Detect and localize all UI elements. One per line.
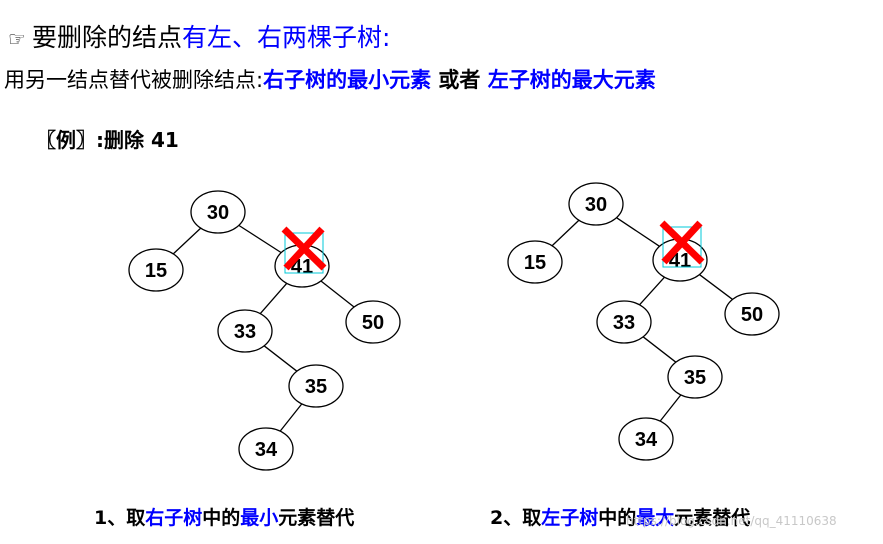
tree-node-50: 50 xyxy=(345,300,401,344)
node-ellipse xyxy=(667,355,723,399)
node-ellipse xyxy=(724,292,780,336)
caption-2-part: 中的 xyxy=(598,507,637,529)
node-label: 35 xyxy=(684,367,706,389)
node-label: 34 xyxy=(635,429,658,451)
tree-edge xyxy=(238,224,282,254)
caption-2-subtree: 左子树 xyxy=(541,507,599,529)
caption-1-part: 中的 xyxy=(202,507,241,529)
rule-description: 用另一结点替代被删除结点:右子树的最小元素 或者 左子树的最大元素 xyxy=(4,64,656,94)
caption-1-subtree: 右子树 xyxy=(145,507,203,529)
node-ellipse xyxy=(238,427,294,471)
tree-node-50: 50 xyxy=(724,292,780,336)
caption-option-1: 1、取右子树中的最小元素替代 xyxy=(94,503,354,530)
node-label: 30 xyxy=(585,194,607,216)
tree-edge xyxy=(320,280,355,308)
tree-node-15: 15 xyxy=(128,248,184,292)
tree-node-35: 35 xyxy=(667,355,723,399)
node-ellipse xyxy=(568,182,624,226)
rule-prefix: 用另一结点替代被删除结点: xyxy=(4,68,264,92)
heading-highlight: 有左、右两棵子树: xyxy=(181,23,391,52)
tree-node-30: 30 xyxy=(568,182,624,226)
example-label: 〖例〗:删除 41 xyxy=(36,128,179,152)
tree-node-34: 34 xyxy=(618,417,674,461)
tree-edge xyxy=(263,345,298,372)
watermark: https://blog.csdn.net/qq_41110638 xyxy=(626,514,837,528)
delete-cross-icon xyxy=(659,220,705,268)
tree-node-33: 33 xyxy=(596,300,652,344)
tree-edge xyxy=(639,276,665,306)
node-ellipse xyxy=(507,240,563,284)
node-label: 50 xyxy=(741,304,763,326)
tree-edge xyxy=(259,282,288,315)
tree-edge xyxy=(616,217,660,247)
node-label: 15 xyxy=(524,252,546,274)
node-ellipse xyxy=(128,248,184,292)
tree-node-30: 30 xyxy=(190,190,246,234)
node-label: 30 xyxy=(207,202,229,224)
tree-edge xyxy=(642,336,677,363)
rule-or: 或者 xyxy=(431,68,488,92)
rule-option-min-right: 右子树的最小元素 xyxy=(263,68,432,92)
tree-node-34: 34 xyxy=(238,427,294,471)
caption-2-part: 元素替代 xyxy=(674,507,751,529)
delete-cross-icon xyxy=(281,226,327,274)
rule-option-max-left: 左子树的最大元素 xyxy=(487,68,656,92)
node-ellipse xyxy=(288,364,344,408)
heading: ☞要删除的结点有左、右两棵子树: xyxy=(8,18,390,54)
caption-2-extreme: 最大 xyxy=(636,507,675,529)
node-label: 50 xyxy=(362,312,384,334)
node-ellipse xyxy=(596,300,652,344)
caption-1-extreme: 最小 xyxy=(240,507,279,529)
node-label: 34 xyxy=(255,439,278,461)
caption-option-2: 2、取左子树中的最大元素替代 xyxy=(490,503,750,530)
node-ellipse xyxy=(618,417,674,461)
tree-node-15: 15 xyxy=(507,240,563,284)
heading-text: 要删除的结点 xyxy=(31,23,182,52)
node-label: 15 xyxy=(145,260,167,282)
tree-edge xyxy=(659,394,682,422)
tree-node-33: 33 xyxy=(217,309,273,353)
node-label: 35 xyxy=(305,376,327,398)
tree-edge xyxy=(279,403,303,432)
tree-edge xyxy=(551,219,580,247)
node-ellipse xyxy=(217,309,273,353)
caption-1-part: 1、取 xyxy=(94,507,146,529)
node-ellipse xyxy=(190,190,246,234)
tree-edge xyxy=(699,274,733,300)
node-label: 33 xyxy=(234,321,256,343)
caption-1-part: 元素替代 xyxy=(278,507,355,529)
tree-edge xyxy=(172,227,202,255)
tree-node-35: 35 xyxy=(288,364,344,408)
node-ellipse xyxy=(345,300,401,344)
caption-2-part: 2、取 xyxy=(490,507,542,529)
pointing-hand-icon: ☞ xyxy=(8,27,26,51)
node-label: 33 xyxy=(613,312,635,334)
